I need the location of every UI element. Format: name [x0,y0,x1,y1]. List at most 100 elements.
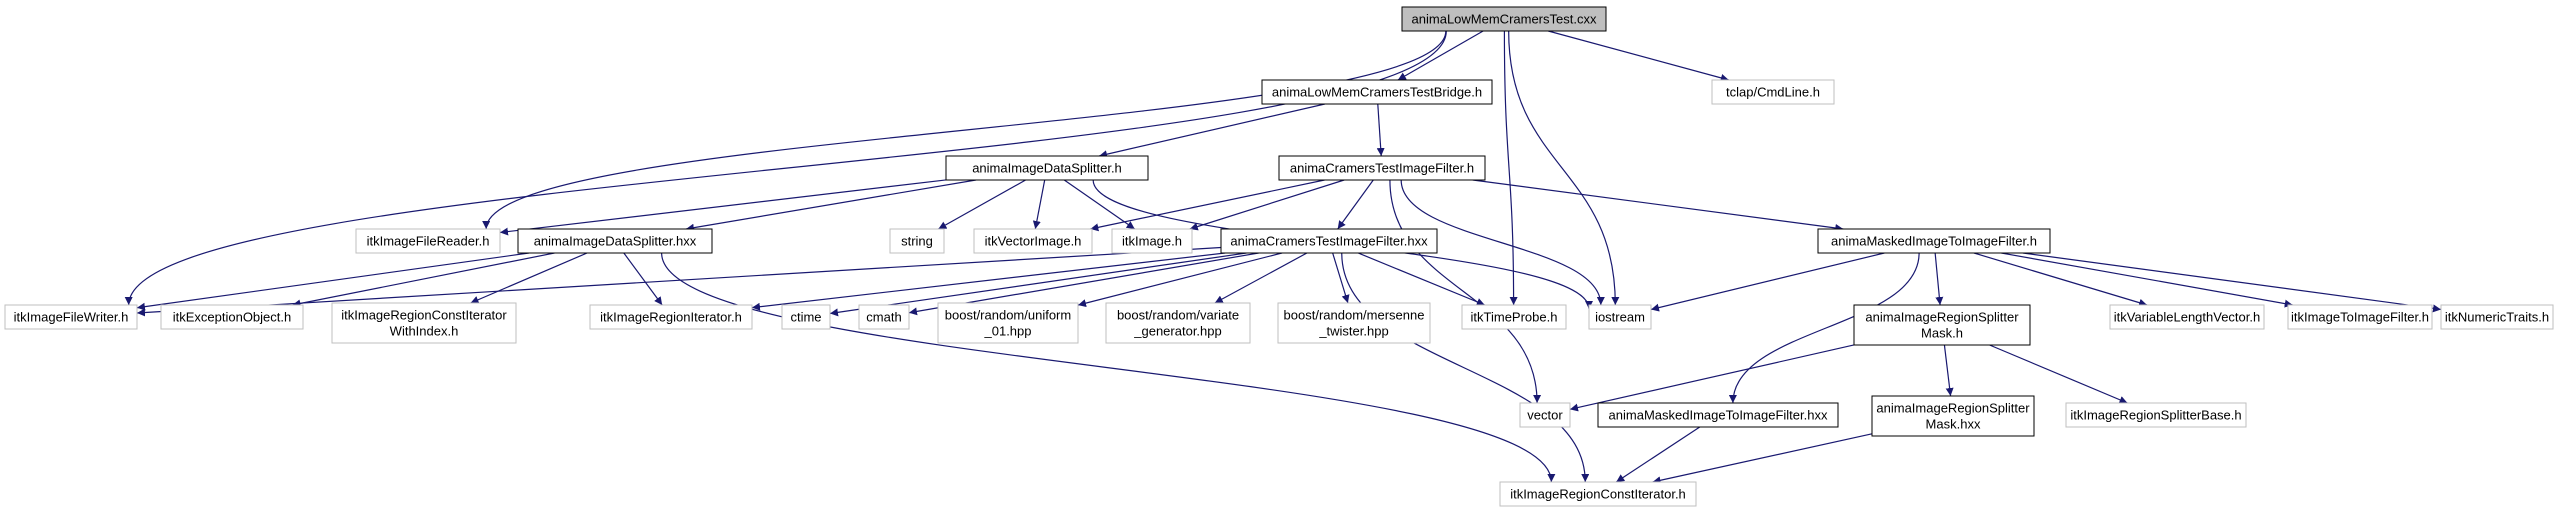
node-rci-label-0: itkImageRegionConstIterator.h [1510,487,1686,502]
node-mitif_h[interactable]: animaMaskedImageToImageFilter.h [1817,228,2051,254]
edge-bridge-to-dsplit_h [1098,103,1326,159]
node-rit-box [589,304,753,330]
node-rci: itkImageRegionConstIterator.h [1499,481,1697,507]
node-cmath-label-0: cmath [866,310,901,325]
node-numtraits-label-0: itkNumericTraits.h [2445,310,2549,325]
node-itif-label-0: itkImageToImageFilter.h [2291,310,2429,325]
edge-ctif_hxx-to-uniform [1077,252,1283,308]
edge-dsplit_h-to-reader [499,179,947,236]
node-string-box [889,228,945,254]
node-tclap-label-0: tclap/CmdLine.h [1726,85,1820,100]
node-mersenne-box [1277,302,1431,344]
node-mersenne: boost/random/mersenne_twister.hpp [1277,302,1431,344]
node-varlen-label-0: itkVariableLengthVector.h [2114,310,2260,325]
node-ctif_h-box [1278,155,1486,181]
node-reader-box [355,228,501,254]
edge-mitif_h-to-varlen [1973,252,2148,307]
node-iostream: iostream [1588,304,1652,330]
node-mersenne-label-0: boost/random/mersenne [1284,308,1425,323]
node-mitif_h-label-0: animaMaskedImageToImageFilter.h [1831,234,2037,249]
node-iostream-label-0: iostream [1595,310,1645,325]
edge-ctif_hxx-to-ctime [829,252,1247,317]
node-ctif_hxx-box [1220,228,1438,254]
edge-bridge-to-ctif_h [1376,103,1385,157]
node-rsm_hxx-label-0: animaImageRegionSplitter [1876,401,2030,416]
edge-ctif_hxx-to-rci [1341,252,1590,483]
edge-ctif_hxx-to-mersenne [1332,252,1350,304]
node-itkimage: itkImage.h [1111,228,1193,254]
node-vector: vector [1519,402,1571,428]
node-ctif_h[interactable]: animaCramersTestImageFilter.h [1278,155,1486,181]
node-numtraits-box [2440,304,2554,330]
edge-root-to-tclap [1548,30,1729,82]
edge-ctif_hxx-to-timeprobe [1357,252,1486,306]
edge-rsm_hxx-to-rci [1652,433,1873,485]
edge-mitif_h-to-numtraits [2022,252,2442,313]
node-vector-box [1519,402,1571,428]
node-rit-label-0: itkImageRegionIterator.h [600,310,742,325]
edge-root-to-timeprobe [1503,30,1518,306]
node-uniform: boost/random/uniform_01.hpp [937,302,1079,344]
edge-dsplit_h-to-itkimage [1063,179,1136,230]
edge-mitif_h-to-rsm_h [1934,252,1944,306]
node-bridge-label-0: animaLowMemCramersTestBridge.h [1272,85,1482,100]
edge-ctif_h-to-iostream [1400,179,1605,306]
node-mitif_h-box [1817,228,2051,254]
node-ctif_hxx[interactable]: animaCramersTestImageFilter.hxx [1220,228,1438,254]
node-iostream-box [1588,304,1652,330]
node-vecimg: itkVectorImage.h [973,228,1093,254]
node-dsplit_h-label-0: animaImageDataSplitter.h [972,161,1122,176]
node-exc-box [160,304,304,330]
node-tclap: tclap/CmdLine.h [1711,79,1835,105]
node-rsm_h-label-0: animaImageRegionSplitter [1865,310,2019,325]
node-ctif_hxx-label-0: animaCramersTestImageFilter.hxx [1230,234,1428,249]
edge-rsm_h-to-rsm_hxx [1943,344,1954,397]
node-ctime: ctime [781,304,831,330]
edge-ctif_h-to-vecimg [1090,179,1325,232]
node-timeprobe: itkTimeProbe.h [1461,304,1567,330]
node-itkimage-box [1111,228,1193,254]
node-numtraits: itkNumericTraits.h [2440,304,2554,330]
node-itkimage-label-0: itkImage.h [1122,234,1182,249]
node-rci_idx-label-1: WithIndex.h [390,324,459,339]
node-timeprobe-box [1461,304,1567,330]
node-itif-box [2287,304,2433,330]
edge-ctif_hxx-to-writer [136,246,1222,317]
node-vector-label-0: vector [1527,408,1563,423]
node-root[interactable]: animaLowMemCramersTest.cxx [1401,6,1607,32]
edge-dsplit_hxx-to-rci [661,252,1556,483]
node-cmath: cmath [858,304,910,330]
edge-root-to-bridge [1397,30,1484,81]
node-vecimg-box [973,228,1093,254]
node-mersenne-label-1: _twister.hpp [1318,324,1388,339]
node-exc-label-0: itkExceptionObject.h [173,310,292,325]
node-rsbase: itkImageRegionSplitterBase.h [2065,402,2247,428]
edge-mitif_h-to-itif [2001,252,2293,308]
node-varlen: itkVariableLengthVector.h [2109,304,2265,330]
node-rsm_h-label-1: Mask.h [1921,326,1963,341]
edge-dsplit_h-to-string [938,179,1026,230]
edge-root-to-writer [124,30,1447,306]
node-dsplit_h[interactable]: animaImageDataSplitter.h [945,155,1149,181]
node-varlen-box [2109,304,2265,330]
node-variate-box [1105,302,1251,344]
edge-root-to-iostream [1508,30,1620,306]
node-rit: itkImageRegionIterator.h [589,304,753,330]
node-rci_idx-label-0: itkImageRegionConstIterator [341,308,507,323]
node-rsm_hxx-box [1871,395,2035,437]
edge-ctif_h-to-itkimage [1189,179,1345,231]
node-dsplit_hxx[interactable]: animaImageDataSplitter.hxx [517,228,713,254]
node-itif: itkImageToImageFilter.h [2287,304,2433,330]
node-bridge[interactable]: animaLowMemCramersTestBridge.h [1261,79,1493,105]
edge-rsm_h-to-rsbase [1989,344,2128,404]
node-string: string [889,228,945,254]
node-ctime-label-0: ctime [790,310,821,325]
edge-mitif_h-to-mitif_hxx [1728,252,1920,404]
node-variate: boost/random/variate_generator.hpp [1105,302,1251,344]
node-mitif_hxx[interactable]: animaMaskedImageToImageFilter.hxx [1597,402,1839,428]
node-mitif_hxx-label-0: animaMaskedImageToImageFilter.hxx [1609,408,1828,423]
node-uniform-box [937,302,1079,344]
